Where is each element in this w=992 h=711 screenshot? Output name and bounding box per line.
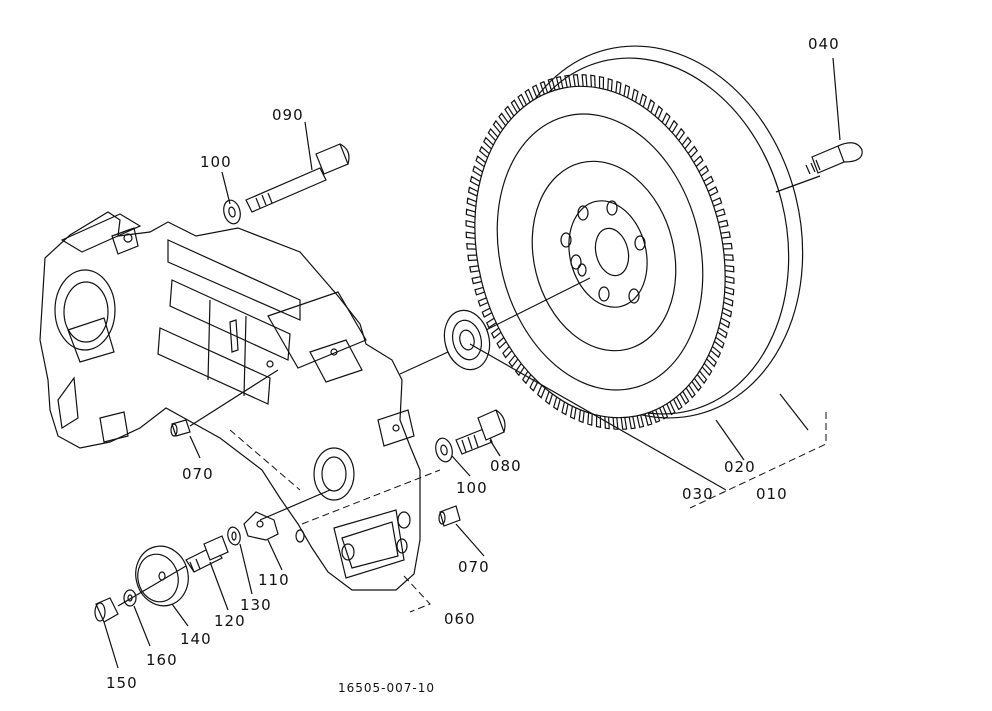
- gear-tooth-outline: [465, 74, 735, 430]
- plate-110: [243, 489, 331, 541]
- callout-060: 060: [444, 610, 476, 628]
- callout-020: 020: [724, 458, 756, 476]
- assembly-dash-lines: [229, 412, 827, 613]
- dowel-pin-lower: [438, 505, 461, 527]
- callout-120: 120: [214, 612, 246, 630]
- washer-100-upper: [223, 199, 241, 225]
- callout-140: 140: [180, 630, 212, 648]
- flywheel-bolt-040: [775, 142, 863, 193]
- callout-010: 010: [756, 485, 788, 503]
- housing-bore-lower: [313, 447, 355, 501]
- callout-070-lower: 070: [458, 558, 490, 576]
- leader-lines: [103, 57, 841, 669]
- callout-150: 150: [106, 674, 138, 692]
- housing-bore-left: [54, 269, 116, 351]
- cover-140: [135, 545, 189, 607]
- cap-150: [94, 597, 119, 623]
- callout-100-lower: 100: [456, 479, 488, 497]
- callout-080: 080: [490, 457, 522, 475]
- callout-160: 160: [146, 651, 178, 669]
- assembly-axis-lower: [117, 565, 187, 607]
- washer-100-lower: [435, 437, 453, 463]
- flywheel-bolt-holes: [560, 200, 646, 304]
- callout-090: 090: [272, 106, 304, 124]
- washer-160: [123, 589, 137, 607]
- callout-130: 130: [240, 596, 272, 614]
- callout-100-upper: 100: [200, 153, 232, 171]
- housing-bolt-090: [245, 143, 350, 213]
- fitting-120: [185, 535, 229, 573]
- callout-labels: 040 090 100 070 080 100 020 030 010 070 …: [106, 35, 840, 692]
- ring-gear-teeth: [465, 74, 735, 430]
- callout-110: 110: [258, 571, 290, 589]
- callout-070-upper: 070: [182, 465, 214, 483]
- flywheel: [465, 45, 804, 430]
- pilot-bearing: [399, 277, 591, 375]
- washer-130: [227, 526, 241, 546]
- drawing-number: 16505-007-10: [338, 681, 435, 695]
- dowel-pin-upper: [170, 369, 279, 437]
- housing-bolt-080: [455, 409, 506, 455]
- callout-030: 030: [682, 485, 714, 503]
- callout-040: 040: [808, 35, 840, 53]
